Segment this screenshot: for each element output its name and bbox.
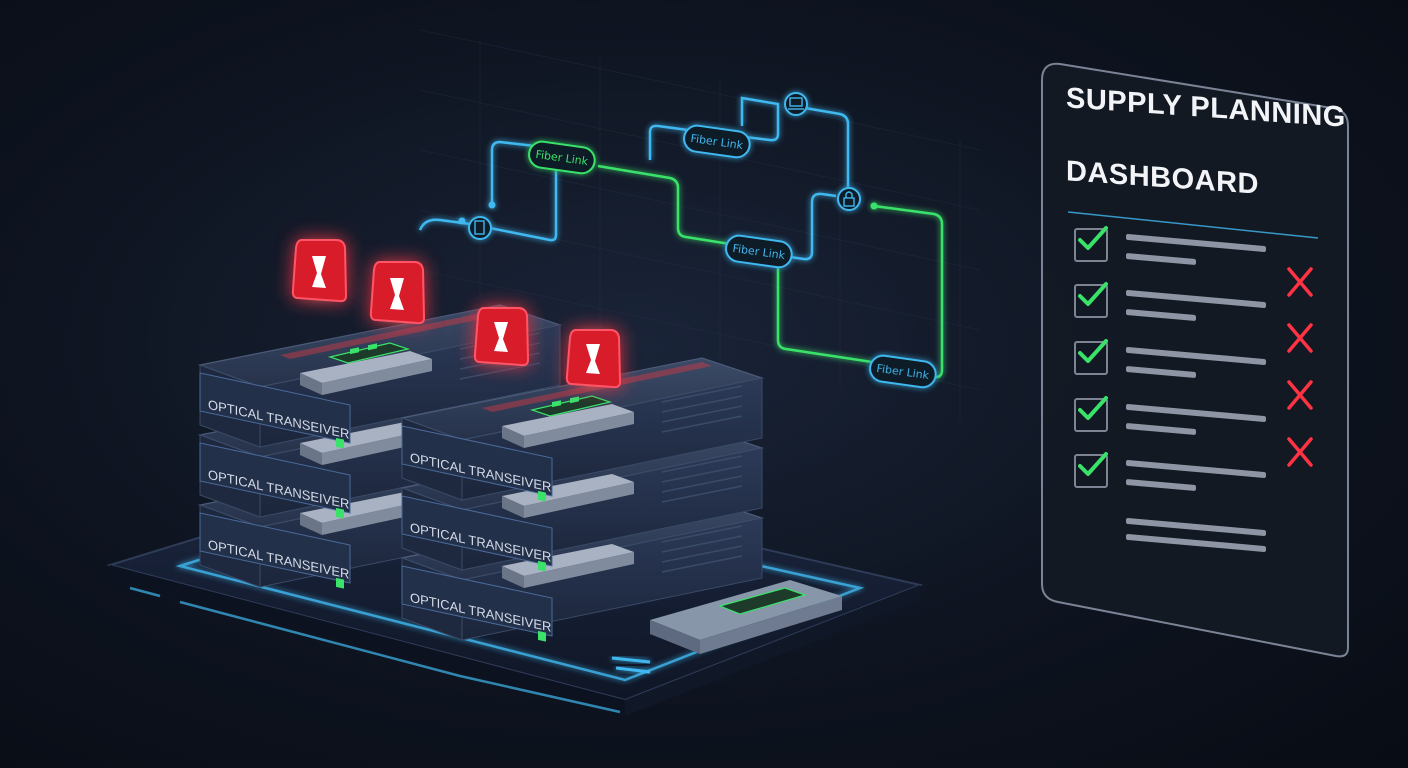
x-icon [1286,436,1314,468]
document-icon [468,216,492,240]
x-icon [1286,266,1314,298]
row-checkbox[interactable] [1074,396,1108,432]
link-line [648,124,689,160]
network-diagram [418,96,944,379]
alert-triangle-icon[interactable] [291,239,348,303]
status-led [336,507,344,519]
check-icon [1078,282,1108,306]
check-icon [1078,452,1108,476]
alert-icons [291,239,622,389]
optical-transceiver-module[interactable]: OPTICAL TRANSEIVER [197,304,563,449]
alert-triangle-icon[interactable] [473,307,530,367]
check-icon [1078,226,1108,250]
link-line [873,204,944,379]
link-line [740,96,780,142]
alert-triangle-icon[interactable] [369,261,426,325]
link-line [489,160,565,242]
check-icon [1078,339,1108,363]
link-line [789,192,837,261]
optical-transceiver-module[interactable]: OPTICAL TRANSEIVER [399,357,765,502]
fiber-link-node[interactable]: Fiber Link [868,354,937,389]
x-icon [1286,322,1314,354]
row-checkbox[interactable] [1074,282,1108,318]
row-checkbox[interactable] [1074,339,1108,375]
status-led [538,490,546,502]
row-checkbox[interactable] [1074,226,1108,262]
laptop-icon [784,92,808,116]
alert-triangle-icon[interactable] [565,329,622,389]
status-led [336,577,344,589]
x-icon [1286,379,1314,411]
link-line [804,106,850,190]
lock-icon [837,187,861,211]
link-line [490,140,536,205]
fiber-link-node[interactable]: Fiber Link [682,124,751,159]
network-icon-nodes [468,92,861,240]
supply-planning-dashboard[interactable]: SUPPLY PLANNING DASHBOARD [1040,62,1350,658]
row-checkbox[interactable] [1074,452,1108,488]
status-led [336,437,344,449]
link-line [418,218,471,231]
check-icon [1078,396,1108,420]
link-line [597,164,731,246]
background-grid [419,29,981,420]
dashboard-frame [1041,62,1349,658]
status-led [538,560,546,572]
fiber-link-node[interactable]: Fiber Link [724,234,793,269]
link-line [776,268,873,364]
status-led [538,630,546,642]
network-nodes: Fiber Link Fiber Link Fiber Link Fiber L… [527,124,937,389]
fiber-link-node[interactable]: Fiber Link [527,140,596,175]
